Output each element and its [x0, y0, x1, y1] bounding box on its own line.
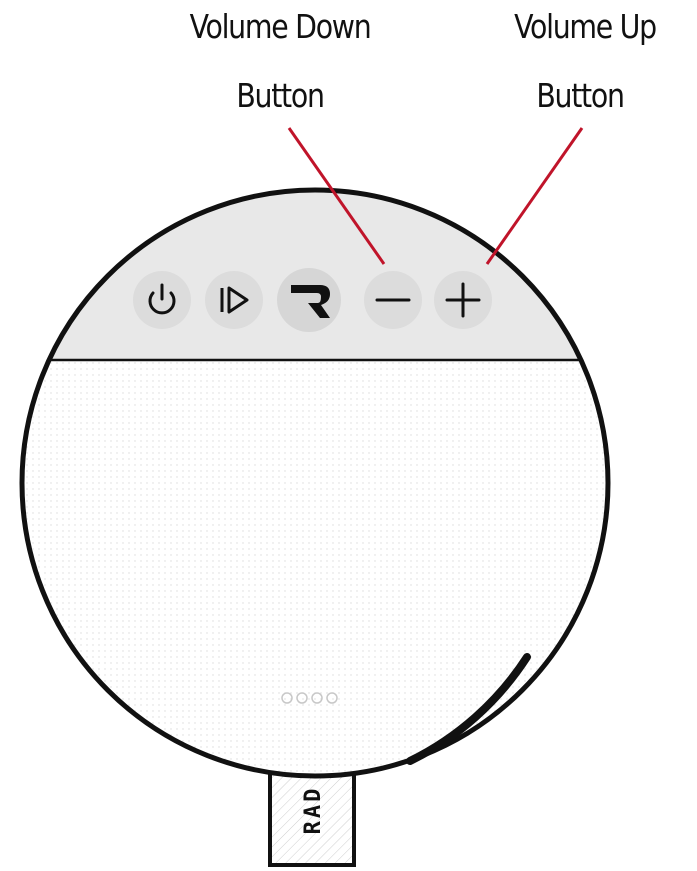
volume-down-button[interactable]	[364, 271, 422, 329]
play-button[interactable]	[205, 271, 263, 329]
volume-up-label-line1: Volume Up	[514, 7, 657, 46]
speaker-outline	[19, 187, 611, 779]
led-indicators	[281, 692, 338, 704]
brand-button[interactable]	[277, 268, 341, 332]
volume-down-label-line2: Button	[236, 76, 325, 115]
volume-up-label-line2: Button	[536, 76, 625, 115]
power-icon	[148, 283, 176, 315]
volume-up-callout-line	[485, 127, 584, 265]
power-button[interactable]	[133, 271, 191, 329]
volume-down-label-line1: Volume Down	[189, 7, 372, 46]
r-logo-icon	[291, 285, 330, 318]
led-indicator	[281, 692, 293, 704]
play-icon	[220, 286, 249, 314]
led-indicator	[296, 692, 308, 704]
led-indicator	[326, 692, 338, 704]
volume-down-callout-line	[287, 127, 386, 265]
speaker-body	[19, 187, 611, 779]
plus-icon	[445, 282, 481, 318]
volume-up-button[interactable]	[434, 271, 492, 329]
strap-logo: RAD	[301, 786, 326, 835]
led-indicator	[311, 692, 323, 704]
